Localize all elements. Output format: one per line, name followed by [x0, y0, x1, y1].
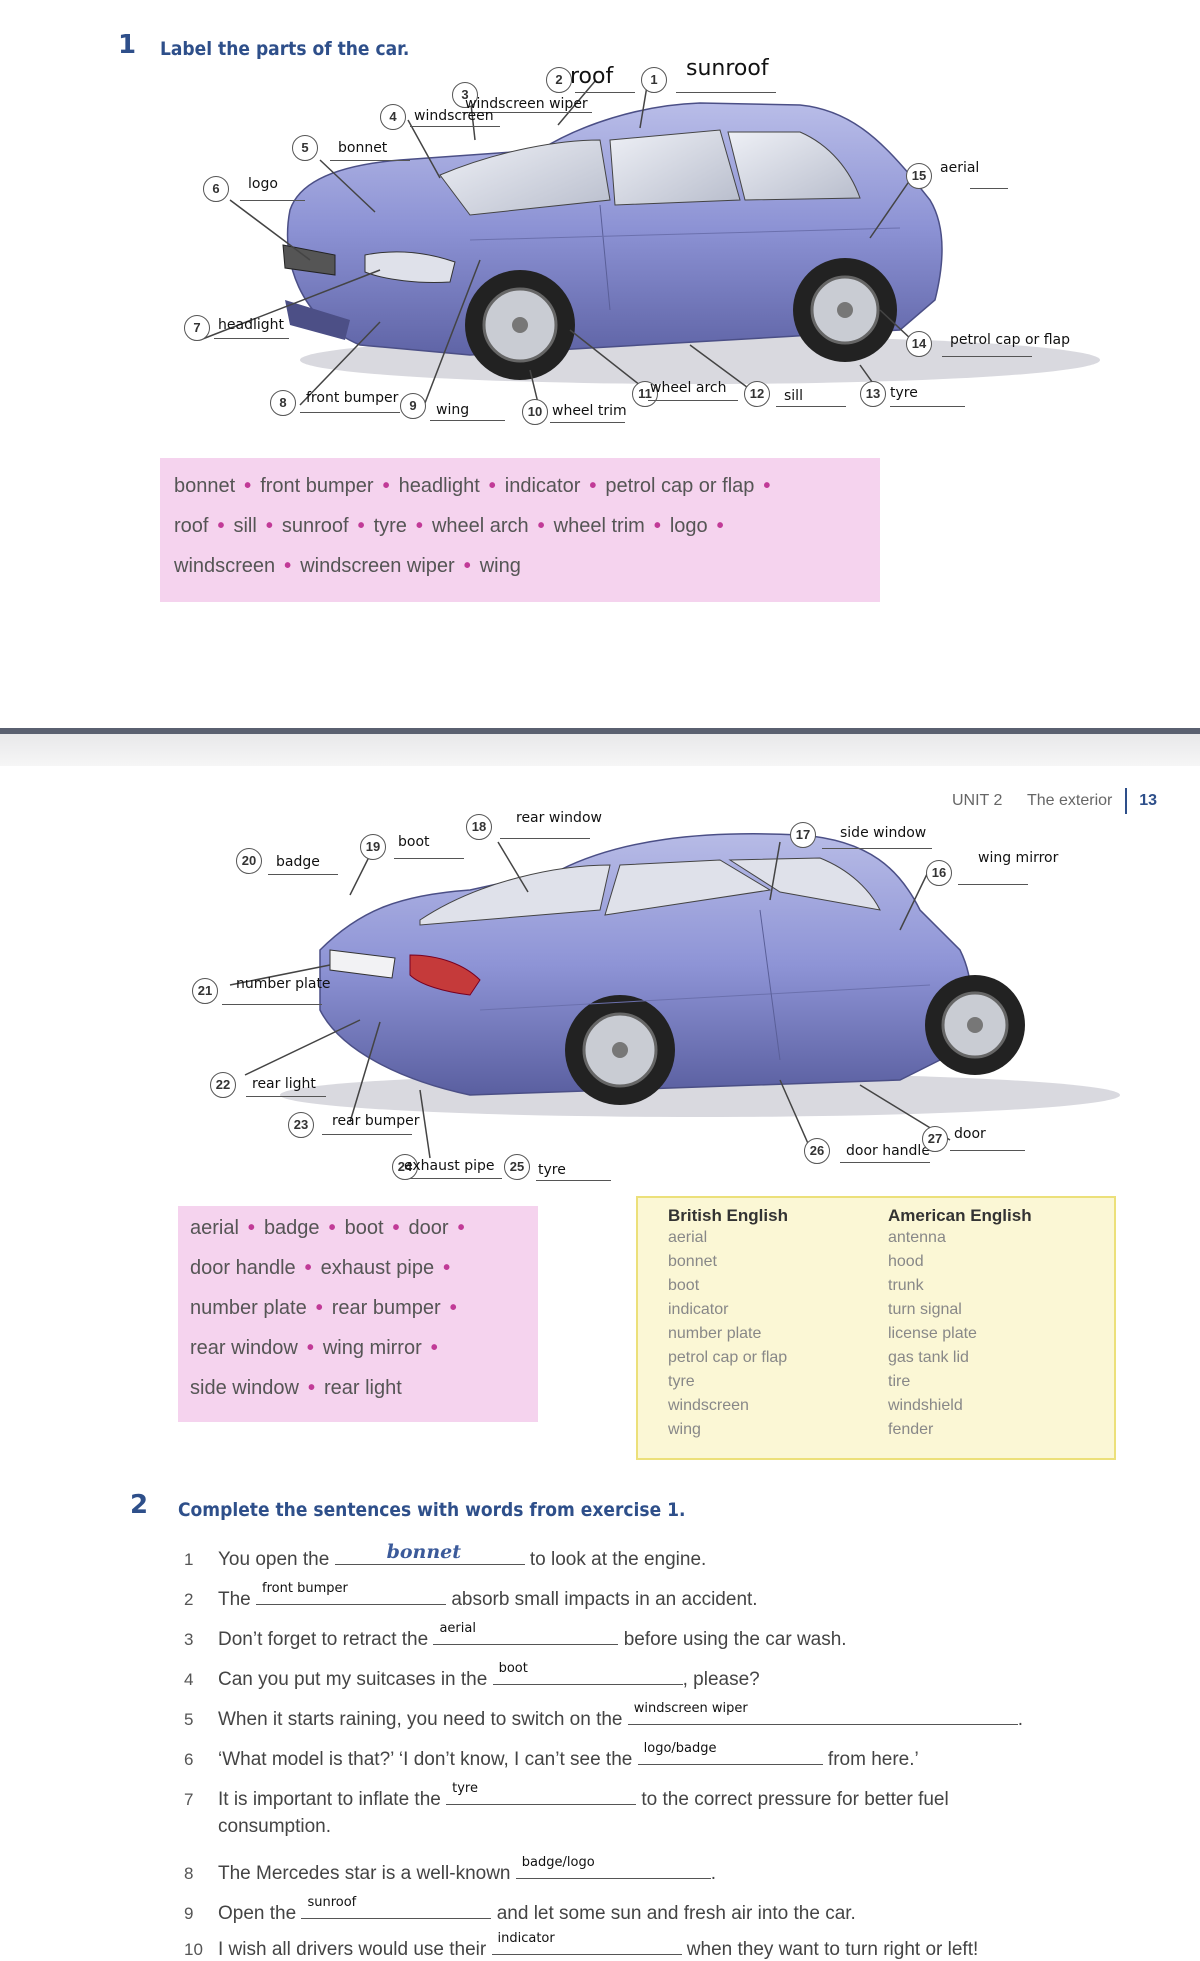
label-16-answer: wing mirror	[978, 850, 1058, 866]
label-21-number: 21	[192, 978, 218, 1004]
label-4-number: 4	[380, 104, 406, 130]
label-24-answer: exhaust pipe	[404, 1158, 495, 1174]
exercise-1-word-box: bonnet•front bumper•headlight•indicator•…	[160, 458, 880, 602]
label-7-answer: headlight	[218, 317, 284, 333]
answer-blank-6[interactable]: logo/badge	[638, 1744, 823, 1765]
answer-blank-3[interactable]: aerial	[433, 1624, 618, 1645]
label-11-answer: wheel arch	[650, 380, 727, 396]
label-10-number: 10	[522, 399, 548, 425]
word-box-line-3: windscreen•windscreen wiper•wing	[174, 546, 880, 586]
label-5-answer: bonnet	[338, 140, 387, 156]
label-1-number: 1	[641, 67, 667, 93]
label-20-answer: badge	[276, 854, 320, 870]
label-6-answer: logo	[248, 176, 278, 192]
answer-blank-5[interactable]: windscreen wiper	[628, 1704, 1018, 1725]
label-12-answer: sill	[784, 388, 803, 404]
sentence-7-continued: consumption.	[184, 1816, 331, 1838]
label-19-answer: boot	[398, 834, 430, 850]
label-17-number: 17	[790, 822, 816, 848]
answer-blank-9[interactable]: sunroof	[301, 1898, 491, 1919]
label-9-number: 9	[400, 393, 426, 419]
label-27-number: 27	[922, 1126, 948, 1152]
label-14-answer: petrol cap or flap	[950, 332, 1070, 348]
label-17-answer: side window	[840, 825, 926, 841]
label-25-answer: tyre	[538, 1162, 566, 1178]
label-27-answer: door	[954, 1126, 986, 1142]
label-12-number: 12	[744, 381, 770, 407]
label-19-number: 19	[360, 834, 386, 860]
label-1-answer: sunroof	[686, 56, 769, 81]
word-box-line-2: roof•sill•sunroof•tyre•wheel arch•wheel …	[174, 506, 880, 546]
sentence-6: 6‘What model is that?’ ‘I don’t know, I …	[184, 1744, 919, 1771]
answer-blank-1[interactable]: bonnet	[335, 1544, 525, 1565]
label-2-answer: roof	[570, 64, 613, 89]
exercise-2-title: Complete the sentences with words from e…	[178, 1499, 686, 1521]
car-rear-illustration	[0, 780, 1200, 1200]
label-26-number: 26	[804, 1138, 830, 1164]
label-15-number: 15	[906, 163, 932, 189]
label-10-answer: wheel trim	[552, 403, 627, 419]
label-26-answer: door handle	[846, 1143, 930, 1159]
exercise-1b-word-box: aerial•badge•boot•door• door handle•exha…	[178, 1206, 538, 1422]
label-23-number: 23	[288, 1112, 314, 1138]
label-20-number: 20	[236, 848, 262, 874]
label-6-number: 6	[203, 176, 229, 202]
word-box-line-1: bonnet•front bumper•headlight•indicator•…	[174, 466, 880, 506]
answer-blank-4[interactable]: boot	[493, 1664, 683, 1685]
label-7-number: 7	[184, 315, 210, 341]
label-22-number: 22	[210, 1072, 236, 1098]
answer-blank-8[interactable]: badge/logo	[516, 1858, 711, 1879]
label-14-number: 14	[906, 331, 932, 357]
label-15-answer: aerial	[940, 160, 979, 176]
label-21-answer: number plate	[236, 976, 331, 992]
answer-blank-2[interactable]: front bumper	[256, 1584, 446, 1605]
label-9-answer: wing	[436, 402, 469, 418]
label-8-number: 8	[270, 390, 296, 416]
label-22-answer: rear light	[252, 1076, 316, 1092]
label-13-number: 13	[860, 381, 886, 407]
label-18-number: 18	[466, 814, 492, 840]
label-13-answer: tyre	[890, 385, 918, 401]
exercise-2-number: 2	[130, 1490, 148, 1520]
answer-blank-10[interactable]: indicator	[492, 1934, 682, 1955]
label-23-answer: rear bumper	[332, 1113, 420, 1129]
label-25-number: 25	[504, 1154, 530, 1180]
british-american-table: British English aerial bonnet boot indic…	[636, 1196, 1116, 1460]
label-8-answer: front bumper	[306, 390, 398, 406]
label-16-number: 16	[926, 860, 952, 886]
answer-blank-7[interactable]: tyre	[446, 1784, 636, 1805]
label-5-number: 5	[292, 135, 318, 161]
label-4-answer: windscreen	[414, 108, 494, 124]
label-18-answer: rear window	[516, 810, 602, 826]
label-2-number: 2	[546, 67, 572, 93]
